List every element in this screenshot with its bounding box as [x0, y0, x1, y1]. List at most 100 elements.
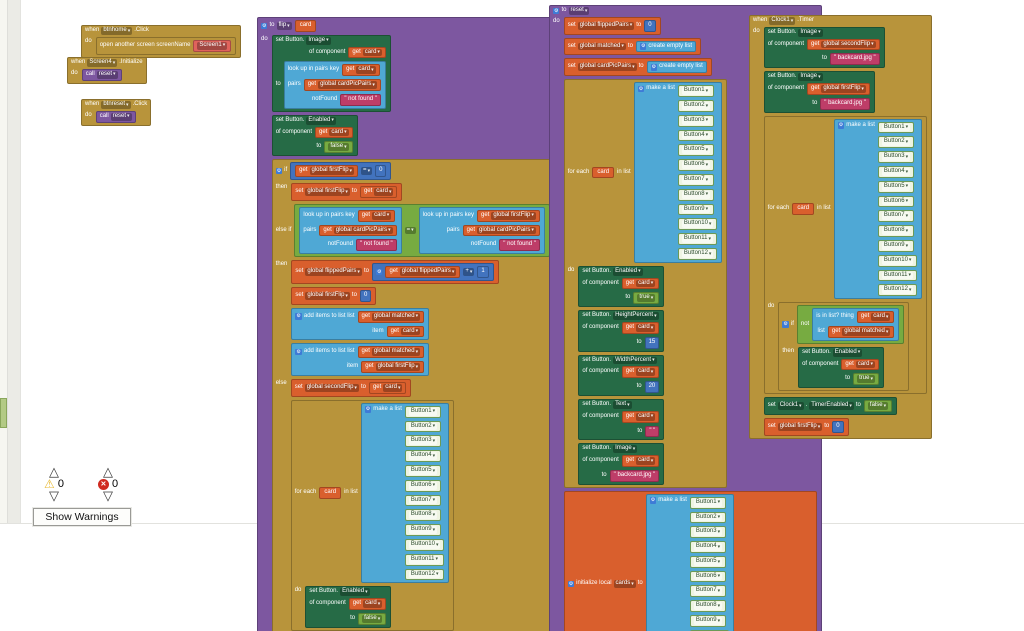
block-comp[interactable]: Button7: [677, 173, 715, 186]
dropdown-field[interactable]: global cardPicPairs: [318, 81, 377, 89]
dropdown-field[interactable]: global firstFlip: [821, 84, 866, 93]
mutator-icon[interactable]: ⚙: [639, 43, 647, 50]
dropdown-field[interactable]: Button4: [881, 167, 911, 176]
block-param[interactable]: card: [319, 487, 342, 499]
dropdown-field[interactable]: card: [871, 313, 891, 321]
dropdown-field[interactable]: Image: [798, 73, 823, 81]
block-comp[interactable]: Button10: [404, 538, 445, 551]
block-comp[interactable]: Button2: [677, 99, 715, 112]
error-down-arrow[interactable]: ▽: [103, 488, 113, 503]
dropdown-field[interactable]: global secondFlip: [304, 383, 359, 392]
block-local[interactable]: ⚙initialize localcardsto⚙make a listButt…: [563, 490, 817, 631]
dropdown-field[interactable]: Button9: [681, 205, 711, 214]
cluster-procedure-flip[interactable]: ⚙toflipcarddoset Button.Imageof componen…: [256, 16, 561, 631]
block-logic[interactable]: true: [633, 292, 660, 305]
dropdown-field[interactable]: reset: [110, 112, 132, 121]
block-comp[interactable]: Button5: [689, 555, 727, 568]
block-text[interactable]: " not found ": [355, 239, 397, 252]
block-comp[interactable]: Button12: [677, 247, 718, 260]
block-list[interactable]: ⚙create empty list: [635, 40, 697, 53]
vertical-scrollbar[interactable]: [7, 0, 21, 523]
block-comp[interactable]: Button9: [689, 615, 727, 627]
block-param[interactable]: card: [294, 20, 317, 32]
block-param[interactable]: card: [592, 166, 615, 179]
block-comp[interactable]: Button12: [877, 284, 918, 297]
block-comp[interactable]: Button2: [404, 420, 442, 433]
dropdown-field[interactable]: card: [372, 211, 392, 220]
dropdown-field[interactable]: WidthPercent: [613, 356, 657, 365]
warning-up-arrow[interactable]: △: [49, 464, 59, 479]
dropdown-field[interactable]: card: [636, 279, 656, 288]
block-vlist[interactable]: ⚙make a listButton1Button2Button3Button4…: [645, 493, 735, 631]
block-setter[interactable]: set Button.Imageof componentgetcardtoloo…: [271, 34, 391, 112]
dropdown-field[interactable]: reset: [96, 70, 118, 79]
dropdown-field[interactable]: Button1: [881, 123, 911, 132]
dropdown-field[interactable]: true: [637, 294, 656, 303]
dropdown-field[interactable]: Button11: [681, 235, 713, 243]
dropdown-field[interactable]: card: [636, 457, 656, 465]
block-math[interactable]: 15: [644, 336, 660, 349]
block-math[interactable]: 0: [375, 165, 387, 177]
block-comp[interactable]: Button6: [689, 570, 727, 583]
dropdown-field[interactable]: TimerEnabled: [809, 402, 854, 410]
block-comp[interactable]: Button8: [877, 225, 915, 237]
show-warnings-button[interactable]: Show Warnings: [33, 508, 131, 526]
dropdown-field[interactable]: Button9: [408, 526, 438, 534]
block-comp[interactable]: Button4: [677, 129, 715, 142]
block-logic[interactable]: false: [358, 612, 387, 625]
block-logic[interactable]: true: [853, 373, 879, 386]
dropdown-field[interactable]: Button10: [881, 256, 914, 265]
dropdown-field[interactable]: Button7: [881, 212, 911, 221]
dropdown-field[interactable]: card: [356, 66, 376, 75]
dropdown-field[interactable]: global matched: [371, 312, 421, 321]
dropdown-field[interactable]: Button11: [408, 555, 440, 564]
block-comp[interactable]: Button8: [404, 509, 442, 522]
dropdown-field[interactable]: false: [362, 614, 383, 623]
dropdown-field[interactable]: Button5: [681, 146, 711, 155]
dropdown-field[interactable]: global flippedPairs: [577, 21, 635, 30]
block-comp[interactable]: Button4: [404, 450, 442, 462]
dropdown-field[interactable]: Button6: [408, 481, 438, 490]
dropdown-field[interactable]: global secondFlip: [821, 40, 876, 49]
block-comp[interactable]: Button1: [877, 121, 915, 134]
block-screen[interactable]: Screen1: [193, 39, 232, 52]
block-comp[interactable]: Button11: [877, 269, 917, 282]
dropdown-field[interactable]: Button5: [408, 466, 438, 475]
mutator-icon[interactable]: ⚙: [649, 497, 657, 504]
dropdown-field[interactable]: Button6: [693, 572, 723, 581]
dropdown-field[interactable]: card: [363, 600, 383, 608]
dropdown-field[interactable]: true: [857, 375, 875, 384]
dropdown-field[interactable]: Button6: [681, 161, 711, 169]
dropdown-field[interactable]: card: [636, 412, 656, 421]
block-comp[interactable]: Button3: [677, 114, 715, 127]
block-setter[interactable]: set Button.Enabledof componentgetcardtof…: [271, 114, 358, 157]
block-comp[interactable]: Button9: [877, 239, 915, 252]
